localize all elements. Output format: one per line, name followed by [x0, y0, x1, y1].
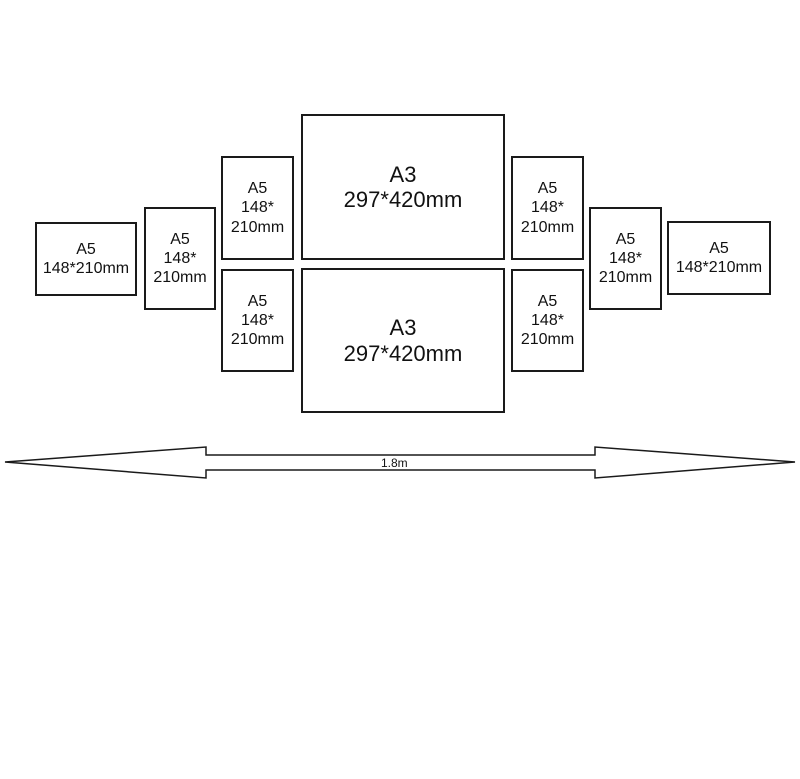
frame-a5-far-right: A5 148*210mm — [667, 221, 771, 295]
frame-dimensions-label: 210mm — [230, 331, 285, 349]
frame-dimensions-label: 210mm — [230, 218, 285, 236]
frame-dimensions-label: 210mm — [520, 331, 575, 349]
frame-dimensions-label: 148* — [163, 249, 197, 267]
frame-a3-center-bottom: A3 297*420mm — [301, 268, 505, 413]
frame-dimensions-label: 210mm — [520, 218, 575, 236]
frame-a3-center-top: A3 297*420mm — [301, 114, 505, 260]
frame-size-label: A3 — [389, 315, 417, 341]
dimension-label: 1.8m — [381, 456, 408, 470]
frame-size-label: A5 — [709, 239, 729, 257]
frame-size-label: A5 — [247, 180, 268, 198]
frame-a5-inner-left-top: A5 148* 210mm — [221, 156, 294, 260]
frame-dimensions-label: 210mm — [598, 269, 653, 287]
frame-size-label: A5 — [76, 240, 96, 258]
frame-size-label: A5 — [537, 292, 558, 310]
frame-dimensions-label: 148* — [609, 249, 642, 267]
frame-size-label: A5 — [615, 230, 636, 248]
frame-size-label: A5 — [537, 180, 558, 198]
frame-a5-inner-right-bottom: A5 148* 210mm — [511, 269, 584, 372]
frame-dimensions-label: 210mm — [153, 269, 207, 287]
frame-dimensions-label: 148*210mm — [675, 259, 763, 276]
frame-dimensions-label: 148* — [531, 311, 564, 329]
frame-a5-mid-left: A5 148* 210mm — [144, 207, 216, 310]
frame-size-label: A5 — [170, 230, 190, 248]
frame-dimensions-label: 148*210mm — [42, 260, 130, 277]
frame-dimensions-label: 148* — [241, 199, 274, 217]
frame-dimensions-label: 297*420mm — [343, 187, 463, 212]
frame-size-label: A3 — [389, 161, 417, 187]
frame-a5-inner-right-top: A5 148* 210mm — [511, 156, 584, 260]
frame-a5-inner-left-bottom: A5 148* 210mm — [221, 269, 294, 372]
frame-size-label: A5 — [247, 292, 268, 310]
frame-a5-far-left: A5 148*210mm — [35, 222, 137, 296]
frame-a5-mid-right: A5 148* 210mm — [589, 207, 662, 310]
frame-dimensions-label: 297*420mm — [343, 340, 463, 366]
double-arrow-icon — [4, 446, 796, 479]
frame-dimensions-label: 148* — [531, 199, 564, 217]
frame-dimensions-label: 148* — [241, 311, 274, 329]
